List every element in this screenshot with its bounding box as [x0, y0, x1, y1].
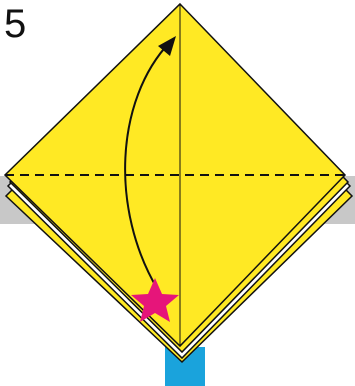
arrow-head-icon: [158, 36, 176, 56]
curved-fold-arrow-icon: [124, 41, 171, 291]
step-number: 5: [4, 2, 27, 46]
star-icon: [131, 278, 179, 322]
